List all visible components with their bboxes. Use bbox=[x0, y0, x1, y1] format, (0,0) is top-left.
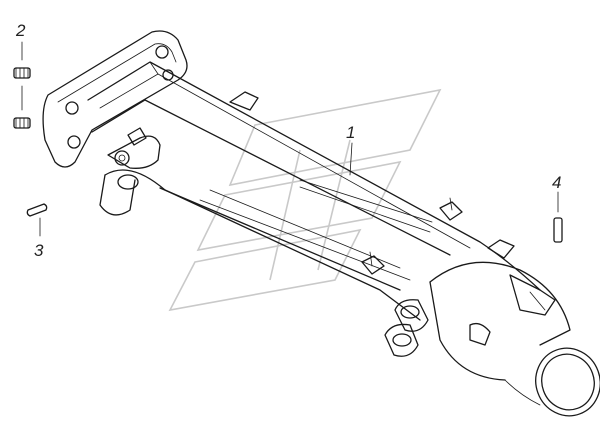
plug-upper bbox=[13, 67, 31, 79]
watermark-logo bbox=[168, 88, 442, 312]
pin-right bbox=[553, 217, 563, 243]
leader-line-1 bbox=[349, 142, 353, 176]
manifold-body bbox=[42, 30, 600, 417]
callout-4: 4 bbox=[552, 173, 561, 192]
plug-lower bbox=[13, 117, 31, 129]
callout-1: 1 bbox=[346, 123, 355, 142]
dowel-pin-left bbox=[26, 203, 48, 217]
callout-2: 2 bbox=[15, 21, 26, 40]
callout-3: 3 bbox=[34, 241, 44, 260]
